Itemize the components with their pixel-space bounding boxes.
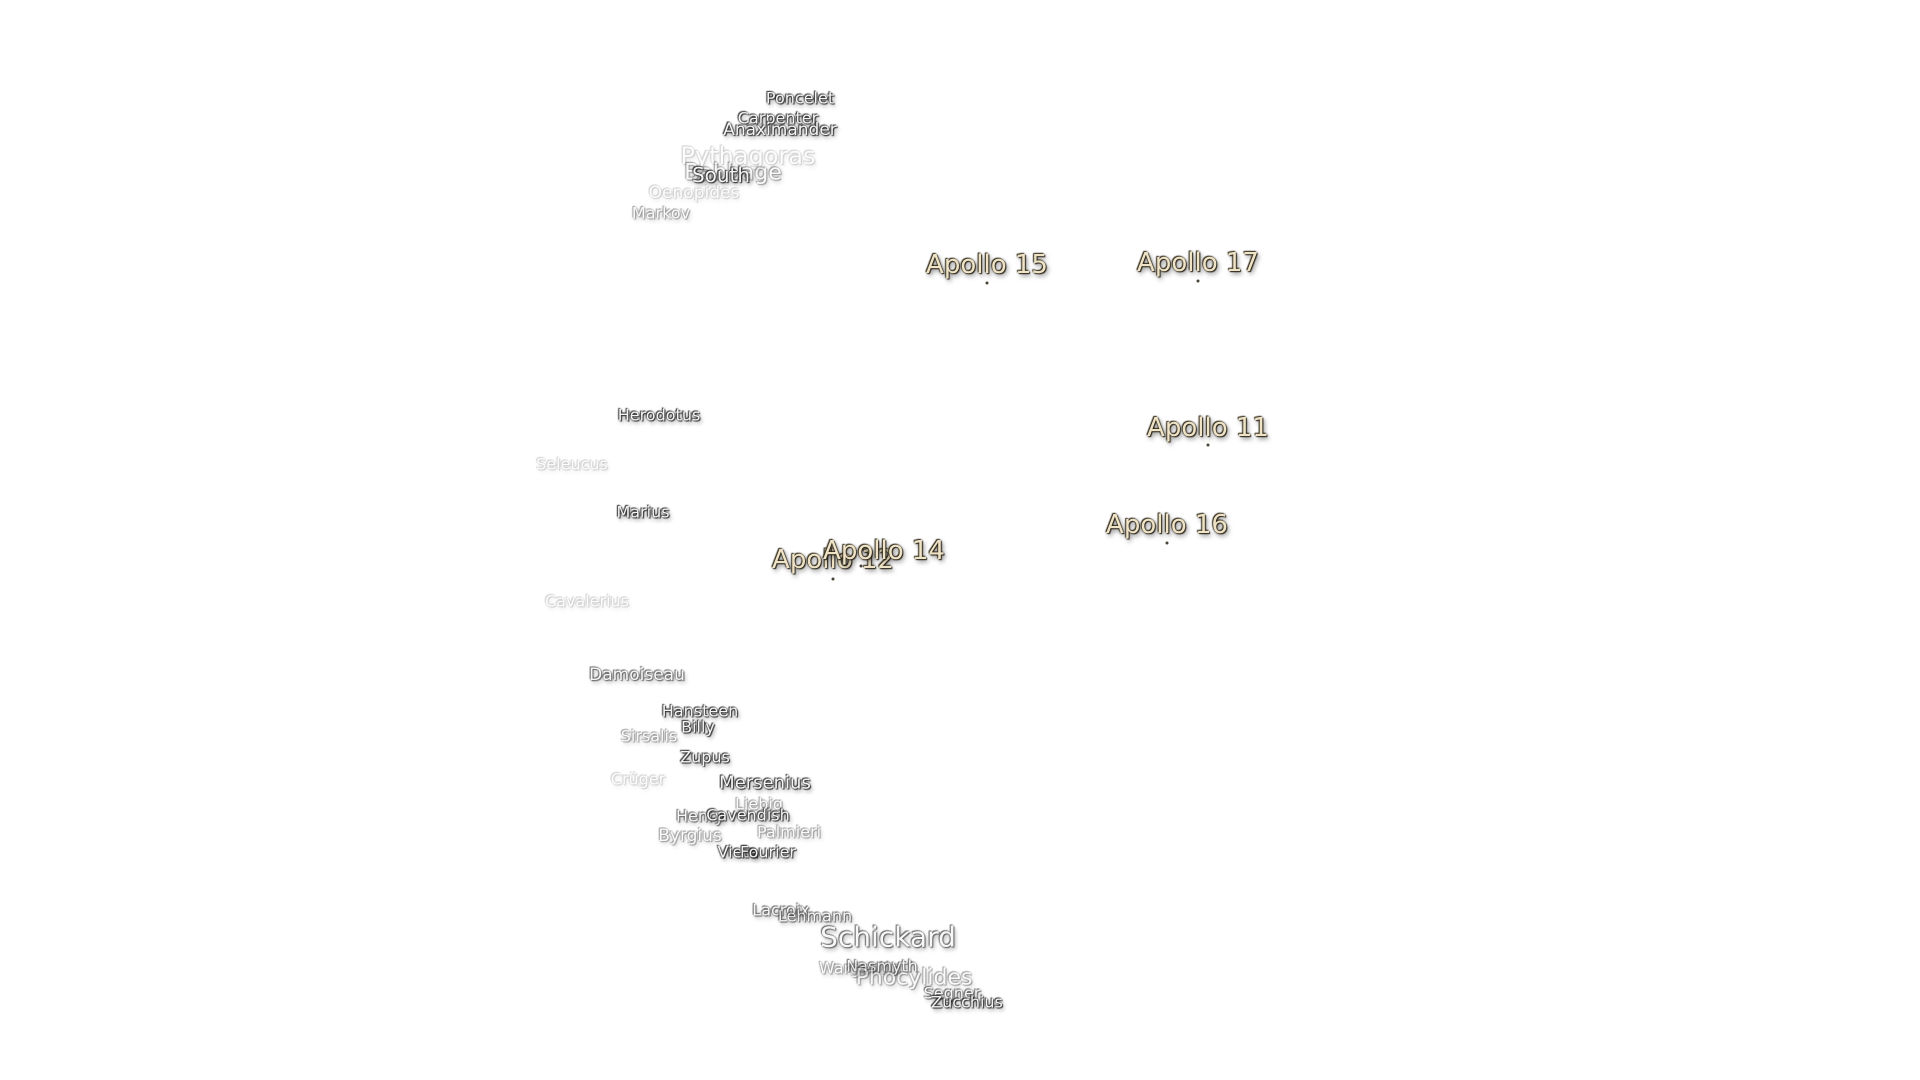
landing-site-marker-apollo-17[interactable]	[1196, 279, 1200, 283]
landing-site-label-apollo-14[interactable]: Apollo 14	[823, 536, 945, 566]
crater-label-wargentin[interactable]: Wargentin	[819, 958, 901, 978]
crater-label-oenopides[interactable]: Oenopides	[648, 183, 740, 203]
crater-label-billy[interactable]: Billy	[681, 717, 715, 737]
crater-label-liebig[interactable]: Liebig	[735, 794, 783, 814]
crater-label-herodotus[interactable]: Herodotus	[617, 405, 701, 425]
crater-label-mersenius[interactable]: Mersenius	[719, 772, 811, 794]
landing-site-label-apollo-16[interactable]: Apollo 16	[1106, 510, 1228, 540]
crater-label-zucchius[interactable]: Zucchius	[931, 992, 1003, 1012]
crater-label-fourier[interactable]: Fourier	[739, 842, 797, 862]
crater-label-hansteen[interactable]: Hansteen	[661, 701, 739, 721]
crater-label-pythagoras[interactable]: Pythagoras	[680, 142, 816, 170]
crater-label-henry[interactable]: Henry	[675, 806, 725, 826]
crater-label-cruger[interactable]: Crüger	[610, 769, 666, 789]
crater-label-nasmyth[interactable]: Nasmyth	[846, 956, 918, 976]
landing-site-marker-apollo-14[interactable]	[859, 564, 863, 568]
crater-label-cavendish[interactable]: Cavendish	[706, 805, 790, 825]
crater-label-lehmann[interactable]: Lehmann	[777, 906, 853, 926]
landing-site-marker-apollo-11[interactable]	[1206, 443, 1210, 447]
crater-label-babbage[interactable]: Babbage	[684, 160, 782, 186]
landing-site-label-apollo-11[interactable]: Apollo 11	[1147, 413, 1269, 443]
crater-label-south[interactable]: South	[691, 163, 751, 187]
crater-label-vieta[interactable]: Vieta	[717, 842, 759, 862]
landing-site-marker-apollo-12[interactable]	[831, 577, 835, 581]
crater-label-damoiseau[interactable]: Damoiseau	[589, 665, 685, 685]
landing-site-marker-apollo-16[interactable]	[1165, 541, 1169, 545]
crater-label-segner[interactable]: Segner	[923, 983, 981, 1003]
crater-label-palmieri[interactable]: Palmieri	[756, 822, 822, 842]
crater-label-seleucus[interactable]: Seleucus	[536, 454, 608, 474]
crater-label-byrgius[interactable]: Byrgius	[658, 826, 722, 846]
crater-label-cavalerius[interactable]: Cavalerius	[544, 591, 630, 611]
crater-label-poncelet[interactable]: Poncelet	[765, 88, 835, 108]
crater-label-carpenter[interactable]: Carpenter	[737, 108, 819, 128]
crater-label-schickard[interactable]: Schickard	[820, 920, 956, 954]
crater-label-sirsalis[interactable]: Sirsalis	[620, 726, 678, 746]
landing-site-marker-apollo-15[interactable]	[985, 281, 989, 285]
crater-label-markov[interactable]: Markov	[631, 203, 691, 223]
crater-label-lacroix[interactable]: Lacroix	[752, 900, 810, 920]
crater-label-marius[interactable]: Marius	[616, 502, 670, 522]
landing-site-label-apollo-17[interactable]: Apollo 17	[1137, 248, 1259, 278]
crater-label-zupus[interactable]: Zupus	[680, 747, 730, 767]
crater-label-phocylides[interactable]: Phocylides	[855, 965, 973, 991]
landing-site-label-apollo-12[interactable]: Apollo 12	[772, 545, 894, 575]
landing-site-label-apollo-15[interactable]: Apollo 15	[926, 250, 1048, 280]
crater-label-anaximander[interactable]: Anaximander	[723, 120, 837, 140]
